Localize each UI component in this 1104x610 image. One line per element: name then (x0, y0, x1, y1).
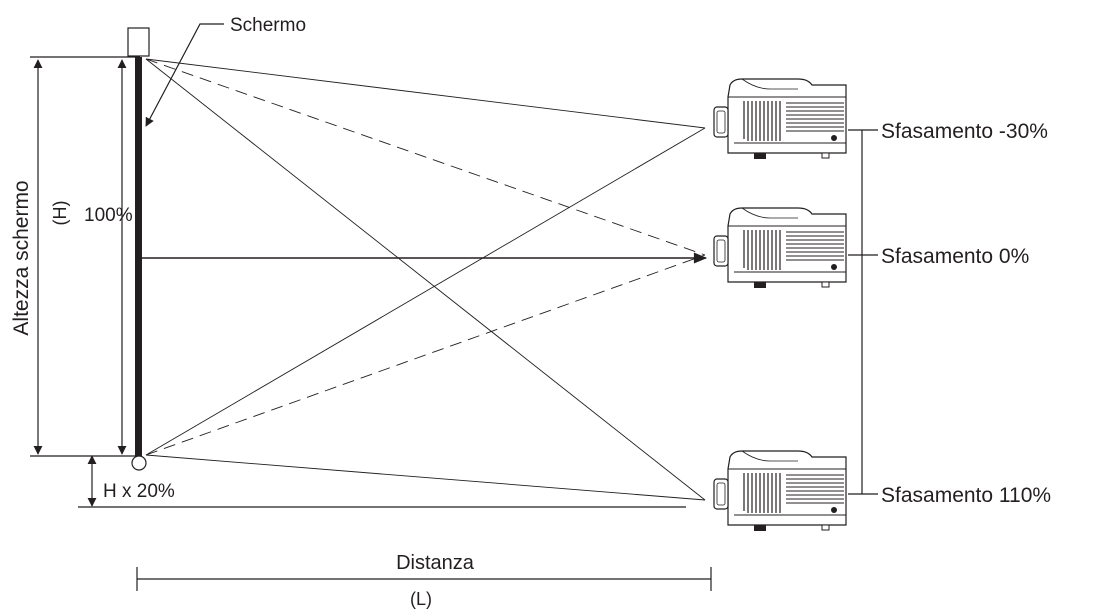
screen-bar (135, 57, 142, 457)
offset-label-minus-30: Sfasamento -30% (881, 120, 1048, 143)
beam-line (145, 58, 706, 501)
projector-bottom (713, 450, 847, 532)
offset-label-0: Sfasamento 0% (881, 245, 1029, 268)
height-percent-label: 100% (84, 205, 133, 226)
screen-bottom-roller (131, 455, 147, 471)
height-symbol-label: (H) (50, 201, 70, 226)
beam-line-dashed (145, 58, 706, 256)
screen-height-label: Altezza schermo (10, 180, 33, 335)
screen-leader-line (145, 23, 224, 127)
beam-line (145, 127, 706, 456)
offset-gap-label: H x 20% (103, 481, 175, 502)
beam-line-dashed (145, 254, 706, 456)
distance-symbol-label: (L) (410, 589, 432, 609)
beam-line (145, 454, 706, 501)
distance-label: Distanza (396, 552, 475, 574)
projector-top (713, 78, 847, 160)
projector-middle (713, 207, 847, 289)
screen-label: Schermo (230, 15, 306, 36)
beam-line (145, 58, 706, 129)
screen-top-housing (127, 27, 150, 57)
offset-label-110: Sfasamento 110% (881, 484, 1051, 507)
